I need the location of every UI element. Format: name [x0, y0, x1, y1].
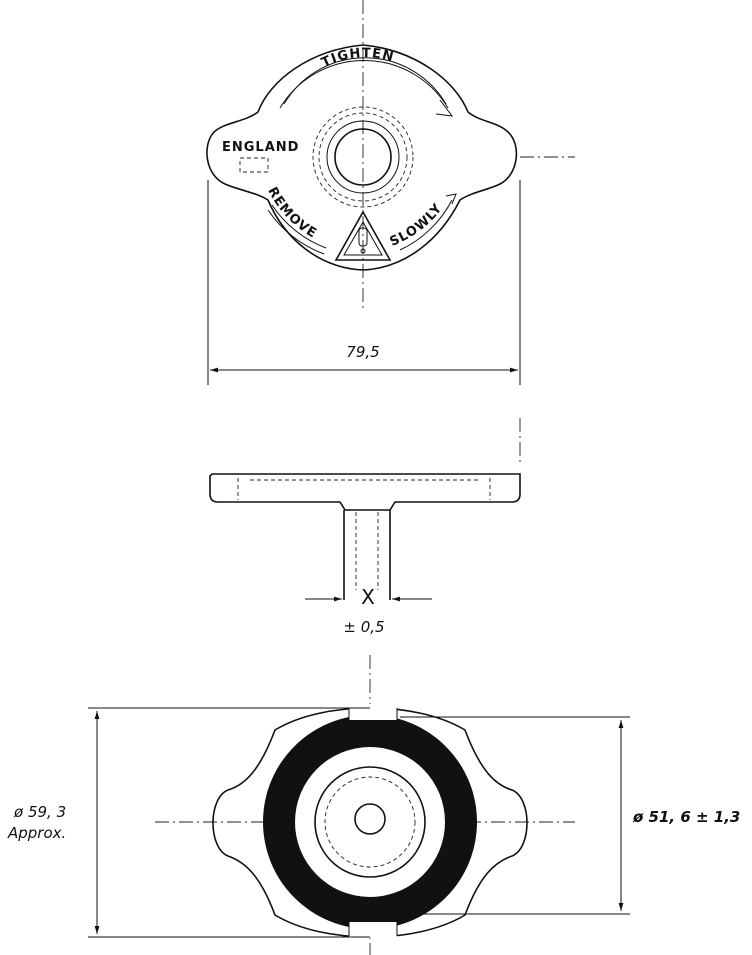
valve-body-ring	[314, 766, 426, 878]
side-view: X ± 0,5	[209, 418, 521, 636]
centre-boss-hidden-outer-ring	[312, 106, 414, 208]
remove-arc-line	[271, 204, 327, 249]
slowly-arrow-head-icon	[445, 193, 457, 205]
cap-outline-top	[206, 44, 518, 271]
top-view: ENGLAND TIGHTEN REMOVE SLOWLY 79,5	[206, 0, 575, 385]
tighten-arc-line	[279, 60, 449, 109]
seal-bottom-notch	[349, 922, 397, 938]
warning-triangle-inner-icon	[343, 220, 383, 256]
tighten-arrow-head-icon	[435, 99, 454, 117]
od-dimension-value: ø 59, 3	[13, 803, 66, 821]
seal-dimension-value: ø 51, 6 ± 1,3	[632, 808, 740, 826]
x-dimension-tolerance: ± 0,5	[343, 618, 384, 636]
centre-hole	[334, 128, 392, 186]
od-dimension-note: Approx.	[7, 824, 66, 842]
slowly-arc-line	[399, 199, 453, 251]
tighten-marking: TIGHTEN	[319, 46, 395, 71]
warning-triangle-icon	[334, 210, 392, 261]
valve-hidden-ring	[324, 776, 416, 868]
warning-exclamation-icon	[358, 227, 368, 247]
seal-top-notch	[349, 704, 397, 720]
bottom-view: ø 59, 3 Approx. ø 51, 6 ± 1,3	[7, 655, 740, 955]
cap-outline-side	[209, 473, 521, 511]
centre-boss-hidden-ring	[318, 112, 408, 202]
tighten-arc-line-inner	[283, 57, 447, 105]
warning-exclamation-dot-icon	[360, 248, 366, 254]
england-stamp-box	[239, 157, 269, 173]
seal-inner-clear	[295, 747, 445, 897]
width-dimension-value: 79,5	[346, 343, 379, 361]
x-dimension-label: X	[361, 585, 375, 609]
slowly-marking: SLOWLY	[388, 201, 446, 250]
england-marking: ENGLAND	[222, 140, 299, 155]
cap-outline-bottom	[212, 707, 528, 938]
remove-marking: REMOVE	[264, 185, 319, 242]
centre-boss-ring	[326, 120, 400, 194]
remove-arc-line-outer	[267, 209, 325, 255]
valve-centre-stem	[354, 803, 386, 835]
